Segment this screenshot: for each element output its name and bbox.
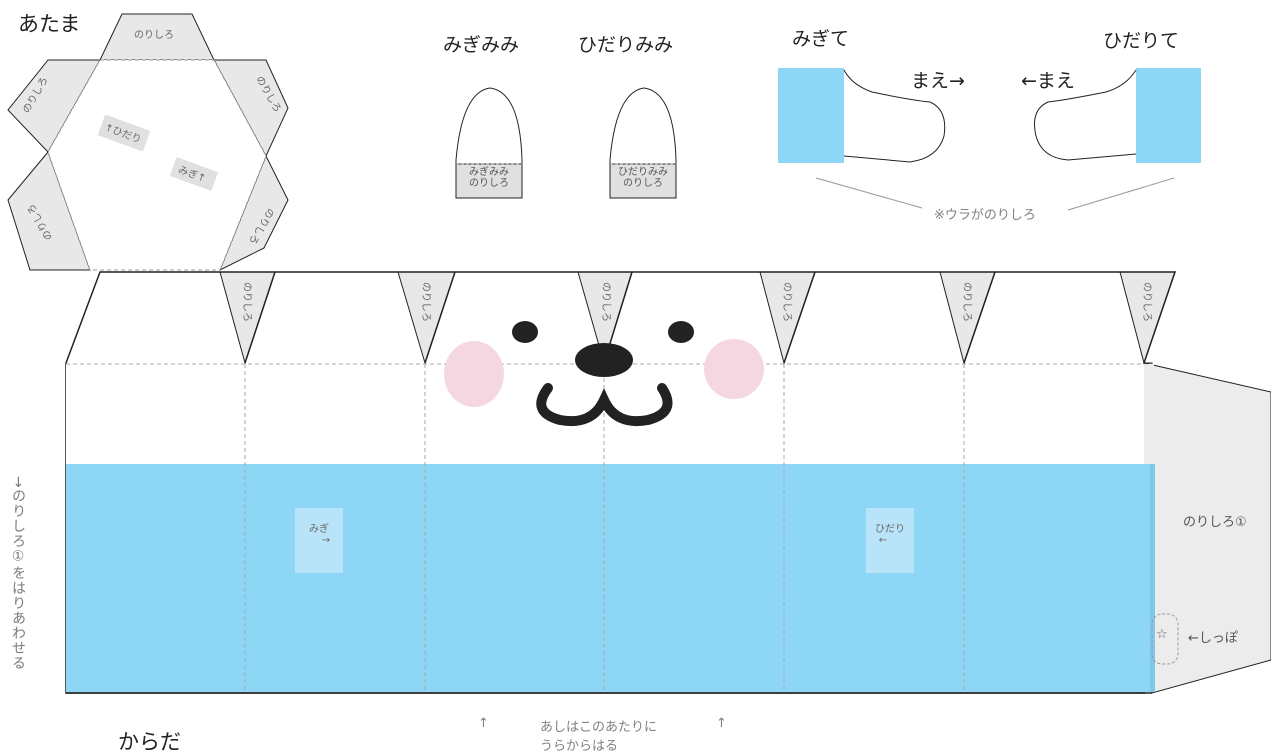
left-eye xyxy=(512,321,538,343)
body-glue-tabs xyxy=(219,271,1176,365)
foot-note-line2: うらからはる xyxy=(540,739,619,754)
right-sticker-arrow: → xyxy=(321,535,331,546)
right-sticker-label: みぎ xyxy=(309,524,329,535)
tail-label: ←しっぽ xyxy=(1188,631,1238,646)
right-ear-label: みぎみみ xyxy=(443,34,520,56)
right-ear-glue-label: みぎみみのりしろ xyxy=(469,167,509,189)
head-tab-label: のりしろ xyxy=(134,29,174,41)
vertical-fold-lines xyxy=(244,364,965,693)
right-sticker: みぎ → xyxy=(295,508,343,573)
body-tab-label: のりしろ xyxy=(1141,282,1153,322)
body-tab-label: のりしろ xyxy=(600,282,612,322)
glue-note-line-right xyxy=(1067,177,1175,211)
left-hand xyxy=(1034,68,1201,163)
side-instruction: →のりしろ①をはりあわせる xyxy=(10,476,26,671)
front-left-label: ←まえ xyxy=(1021,70,1075,92)
body-tab-label: のりしろ xyxy=(420,282,432,322)
arrow-up-right-icon: ↑ xyxy=(716,716,727,731)
left-sticker: ひだり ← xyxy=(866,508,914,573)
head-label: あたま xyxy=(18,12,81,36)
left-sticker-label: ひだり xyxy=(875,524,905,535)
left-sticker-arrow: ← xyxy=(878,535,888,546)
head-hexagon xyxy=(47,59,267,271)
right-hand xyxy=(778,68,946,163)
right-ear xyxy=(455,87,523,199)
body-white-band xyxy=(66,364,1144,464)
left-ear-glue-label: ひだりみみのりしろ xyxy=(618,167,668,189)
glue-note-line-left xyxy=(815,177,923,209)
side-glue-flap xyxy=(1143,362,1271,694)
right-cheek xyxy=(704,339,764,399)
body-tab-label: のりしろ xyxy=(961,282,973,322)
body-tab-label: のりしろ xyxy=(781,282,793,322)
face xyxy=(444,321,764,426)
star-icon: ☆ xyxy=(1156,627,1168,642)
left-ear xyxy=(609,87,677,199)
nose xyxy=(575,343,633,377)
left-hand-label: ひだりて xyxy=(1103,30,1180,52)
tail-marker xyxy=(1151,613,1179,665)
body-blue-band xyxy=(66,464,1154,692)
glue1-label: のりしろ① xyxy=(1183,515,1247,530)
left-cheek xyxy=(444,341,504,407)
body-tab-label: のりしろ xyxy=(241,282,253,322)
left-ear-label: ひだりみみ xyxy=(578,34,674,56)
right-hand-label: みぎて xyxy=(792,28,850,50)
body-label: からだ xyxy=(118,730,181,754)
mouth xyxy=(536,383,673,426)
head-glue-tabs xyxy=(7,13,289,272)
arrow-up-left-icon: ↑ xyxy=(478,716,489,731)
body-tab-labels: のりしろ のりしろ のりしろ のりしろ のりしろ のりしろ xyxy=(241,282,1153,322)
foot-note-line1: あしはこのあたりに xyxy=(540,720,658,735)
glue-back-note: ※ウラがのりしろ xyxy=(934,208,1036,223)
right-eye xyxy=(668,321,694,343)
front-right-label: まえ→ xyxy=(911,70,965,92)
